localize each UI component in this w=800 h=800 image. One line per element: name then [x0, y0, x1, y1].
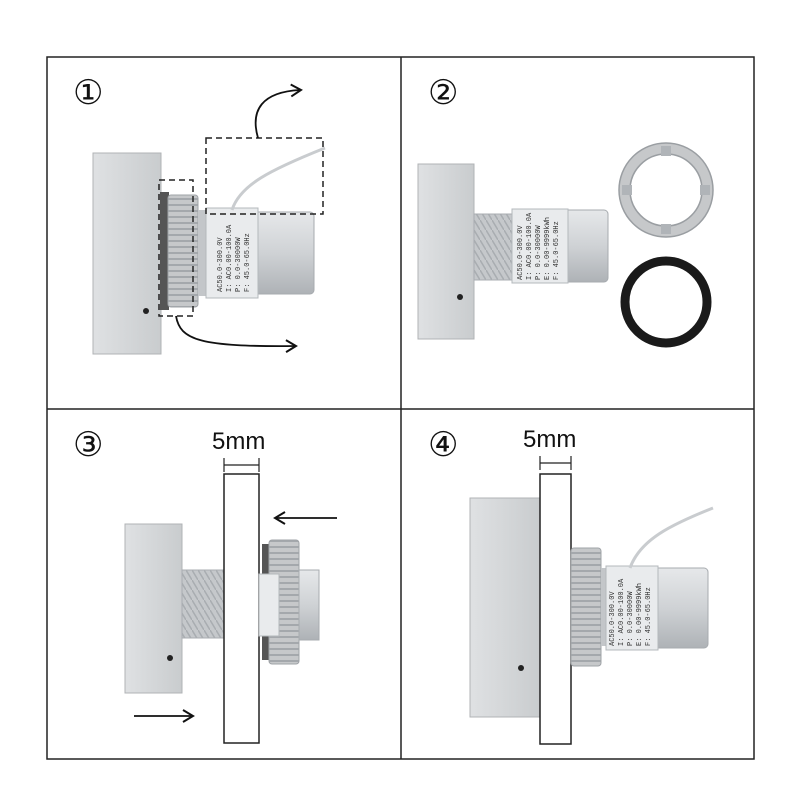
dimension-marker — [223, 458, 260, 472]
meter-body — [511, 208, 609, 284]
mounting-box — [124, 523, 183, 694]
svg-text:AC50.0-300.0V: AC50.0-300.0V — [609, 591, 617, 646]
svg-text:P: 0.0-30000W: P: 0.0-30000W — [235, 237, 243, 292]
panel-3-thickness-label: 5mm — [212, 428, 266, 455]
svg-text:F: 45.0-65.0Hz: F: 45.0-65.0Hz — [553, 221, 561, 280]
threaded-shaft — [473, 213, 517, 281]
svg-text:E: 0.00-9999kWh: E: 0.00-9999kWh — [636, 583, 644, 646]
panel-4-thickness-label: 5mm — [523, 426, 577, 453]
svg-text:AC50.0-300.0V: AC50.0-300.0V — [517, 225, 525, 280]
knurled-nut — [570, 547, 602, 667]
dashed-highlight-display — [205, 137, 324, 215]
svg-text:P: 0.0-30000W: P: 0.0-30000W — [627, 591, 635, 646]
mounting-box — [417, 163, 475, 340]
svg-text:AC50.0-300.0V: AC50.0-300.0V — [217, 237, 225, 292]
svg-text:I: AC0.00-100.0A: I: AC0.00-100.0A — [618, 578, 626, 646]
panel-2-number: ② — [428, 73, 459, 113]
curved-arrow-icon — [254, 83, 303, 139]
svg-text:I: AC0.00-100.0A: I: AC0.00-100.0A — [526, 212, 534, 280]
lock-nut-ring — [618, 142, 714, 238]
dashed-highlight-nut — [158, 179, 194, 317]
mounting-box — [469, 497, 541, 718]
mounting-panel-board — [223, 473, 260, 744]
panel-4: AC50.0-300.0V I: AC0.00-100.0A P: 0.0-30… — [469, 456, 714, 745]
panel-3-number: ③ — [73, 425, 104, 465]
svg-text:F: 45.0-65.0Hz: F: 45.0-65.0Hz — [244, 233, 252, 292]
mounting-box — [92, 152, 162, 355]
meter-spec-label: AC50.0-300.0V I: AC0.00-100.0A P: 0.0-30… — [609, 578, 653, 646]
dimension-marker — [539, 456, 572, 470]
meter-spec-label: AC50.0-300.0V I: AC0.00-100.0A P: 0.0-30… — [217, 224, 252, 292]
lead-wire — [628, 506, 714, 569]
panel-3 — [124, 458, 337, 744]
meter-body — [601, 565, 709, 651]
curved-arrow-icon — [175, 315, 298, 353]
lead-wire — [230, 146, 326, 211]
knurled-nut — [160, 192, 199, 310]
mounting-panel-board — [539, 473, 572, 745]
rubber-gasket-ring — [620, 256, 712, 348]
svg-text:F: 45.0-65.0Hz: F: 45.0-65.0Hz — [645, 587, 653, 646]
threaded-shaft — [181, 569, 225, 639]
svg-text:E: 0.00-9999kWh: E: 0.00-9999kWh — [544, 217, 552, 280]
panel-2: AC50.0-300.0V I: AC0.00-100.0A P: 0.0-30… — [417, 142, 714, 348]
panel-1-number: ① — [73, 73, 104, 113]
meter-body — [258, 569, 320, 641]
meter-spec-label: AC50.0-300.0V I: AC0.00-100.0A P: 0.0-30… — [517, 212, 561, 280]
meter-body — [198, 207, 315, 299]
svg-text:P: 0.0-30000W: P: 0.0-30000W — [535, 225, 543, 280]
panel-1: AC50.0-300.0V I: AC0.00-100.0A P: 0.0-30… — [92, 83, 326, 355]
panel-4-number: ④ — [428, 425, 459, 465]
svg-text:I: AC0.00-100.0A: I: AC0.00-100.0A — [226, 224, 234, 292]
grid-frame — [46, 56, 755, 760]
